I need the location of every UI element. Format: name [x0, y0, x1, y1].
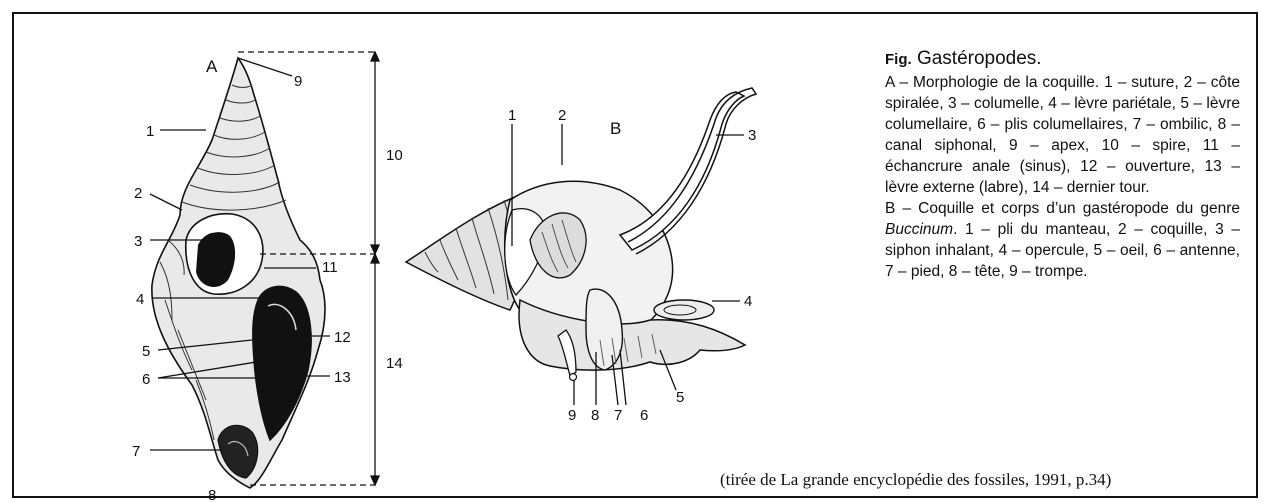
- shell-a-label-2: 2: [134, 185, 142, 202]
- shell-a-label-1: 1: [146, 123, 154, 140]
- buccinum-label-6: 6: [640, 407, 648, 424]
- buccinum-siphon: [620, 92, 744, 250]
- buccinum-label-9: 9: [568, 407, 576, 424]
- shell-a-label-7: 7: [132, 443, 140, 460]
- shell-a-label-8: 8: [208, 487, 216, 503]
- shell-a-label-9: 9: [294, 73, 302, 90]
- shell-a-diagram: A 9 1 2 3 4 5 6 7 8 11 12 13 10 14: [132, 52, 403, 503]
- caption-title-row: Fig. Gastéropodes.: [885, 48, 1240, 70]
- caption-genus: Buccinum: [885, 221, 953, 238]
- caption-part-b-intro: B – Coquille et corps d’un gastéropode d…: [885, 200, 1240, 217]
- buccinum-label-7: 7: [614, 407, 622, 424]
- caption-title: Gastéropodes.: [917, 48, 1042, 69]
- shell-a-label-12: 12: [334, 329, 351, 346]
- shell-a-label-6: 6: [142, 371, 150, 388]
- shell-a-dimension-arrows: [371, 52, 379, 485]
- buccinum-label-5: 5: [676, 389, 684, 406]
- shell-a-umbilicus: [218, 425, 258, 478]
- figure-caption: Fig. Gastéropodes. A – Morphologie de la…: [885, 48, 1240, 282]
- buccinum-b-diagram: B 1 2 3 4 5 6 7 8 9: [406, 88, 756, 424]
- buccinum-label-3: 3: [748, 127, 756, 144]
- shell-a-panel-label: A: [206, 57, 218, 76]
- shell-a-label-14: 14: [386, 355, 403, 372]
- shell-a-label-4: 4: [136, 291, 144, 308]
- buccinum-panel-label: B: [610, 119, 621, 138]
- shell-a-label-13: 13: [334, 369, 351, 386]
- buccinum-label-2: 2: [558, 107, 566, 124]
- caption-part-b: B – Coquille et corps d’un gastéropode d…: [885, 198, 1240, 282]
- shell-a-label-5: 5: [142, 343, 150, 360]
- buccinum-label-1: 1: [508, 107, 516, 124]
- figure-source: (tirée de La grande encyclopédie des fos…: [720, 470, 1111, 490]
- shell-a-label-10: 10: [386, 147, 403, 164]
- caption-part-a: A – Morphologie de la coquille. 1 – sutu…: [885, 72, 1240, 198]
- buccinum-operculum: [654, 300, 714, 320]
- caption-fig-prefix: Fig.: [885, 51, 912, 68]
- buccinum-label-8: 8: [591, 407, 599, 424]
- buccinum-label-4: 4: [744, 293, 752, 310]
- shell-a-label-3: 3: [134, 233, 142, 250]
- shell-a-label-11: 11: [322, 259, 338, 276]
